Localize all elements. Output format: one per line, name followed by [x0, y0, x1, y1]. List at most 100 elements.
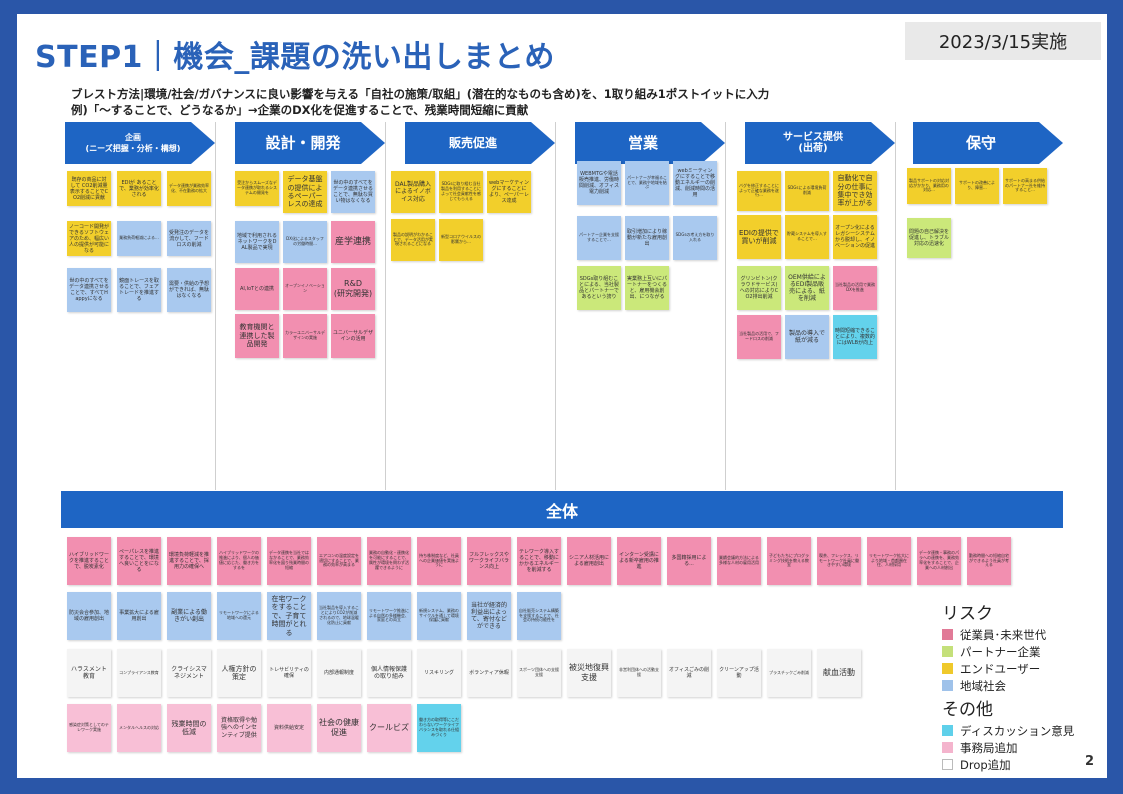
legend-swatch: [942, 629, 953, 640]
sticky-note: 資料供給安定: [267, 704, 311, 752]
sticky-note: 産学連携: [331, 221, 375, 263]
phase-label: 設計・開発: [265, 133, 341, 152]
sticky-note: 働き方の取得等にこだわらないワークライフバランスを取れる仕組みづくり: [417, 704, 461, 752]
legend-swatch: [942, 646, 953, 657]
legend-swatch: [942, 680, 953, 691]
sticky-note: 当社製品の活用で、フードロスの削減: [737, 315, 781, 359]
sticky-note: 非営利団体への活動支援: [617, 649, 661, 697]
sticky-note: 時間短縮できることにより、複数的にはWLBが向上: [833, 315, 877, 359]
sticky-note: EDIが あることで、業務が効率化される: [117, 171, 161, 206]
legend-item: Drop追加: [942, 756, 1102, 773]
legend-label: パートナー企業: [960, 644, 1041, 659]
sticky-note: インターン受講による新卒雇用の推進: [617, 537, 661, 585]
sticky-note: EDIの提供で買いが削減: [737, 215, 781, 259]
sticky-note: webミーティングにすることで移動エネルギーの削減、削減時間の活用: [673, 161, 717, 205]
sticky-note: 需要・供給の予想ができれば、無駄はなくなる: [167, 268, 211, 312]
sticky-note: シニア人材活用による雇用創出: [567, 537, 611, 585]
phase-label: 企画 (ニーズ把握・分析・構想): [85, 133, 181, 153]
sticky-note: テレワーク導入することで、移動にかかるエネルギーを削減する: [517, 537, 561, 585]
sticky-note: データ連携・事務のパラへの連携を、業務効率化をすることで、企業への人材創出: [917, 537, 961, 585]
sticky-note: 社会の健康促進: [317, 704, 361, 752]
sticky-note: 資格取得や勉強へのインセンティブ提供: [217, 704, 261, 752]
sticky-note: 持ち株制度など、社員への企業価値を実施ように: [417, 537, 461, 585]
sticky-note: バグを修正することによって正確な業務を遂行...: [737, 171, 781, 211]
phase-arrow: 企画 (ニーズ把握・分析・構想): [65, 122, 215, 164]
sticky-note: オープン化によるレガシーシステムから脱却し、イノベーションの促進: [833, 215, 877, 259]
legend-swatch: [942, 663, 953, 674]
column-divider: [385, 122, 386, 490]
sticky-note: 受発注のデータを流かして、フードロスの削減: [167, 221, 211, 256]
legend-swatch: [942, 742, 953, 753]
legend: リスク 従業員･未来世代パートナー企業エンドユーザー地域社会 その他 ディスカッ…: [942, 602, 1102, 773]
legend-item: ディスカッション意見: [942, 722, 1102, 739]
sticky-note: 取引増加により稼動が新たな雇用創出: [625, 216, 669, 260]
column-divider: [215, 122, 216, 490]
sticky-note: サポートの高まる供給のパートナー社を維持すること...: [1003, 168, 1047, 204]
whole-section-header: 全体: [61, 491, 1063, 528]
phase-arrow: 保守: [913, 122, 1063, 164]
sticky-note: 子どもたちにプログラミング技術を教える教室: [767, 537, 811, 585]
legend-item: エンドユーザー: [942, 660, 1102, 677]
sticky-note: 世の中のすべてをデータ連携させることで、無駄な買い物はなくなる: [331, 171, 375, 213]
sticky-note: クールビズ: [367, 704, 411, 752]
column-divider: [725, 122, 726, 490]
sticky-note: サポートの改善により、障害...: [955, 168, 999, 204]
sticky-note: 献血活動: [817, 649, 861, 697]
legend-label: Drop追加: [960, 757, 1011, 772]
sticky-note: 教育機関と連携した製品開発: [235, 314, 279, 358]
page-number: 2: [1085, 754, 1095, 769]
sticky-note: SDGs取り組むことによる、当社製品とパートナーであるという誇り: [577, 266, 621, 310]
slide-title: STEP1｜機会_課題の洗い出しまとめ: [35, 40, 555, 75]
sticky-note: オープンイノベーション: [283, 268, 327, 310]
sticky-note: 新規システム、業務のサイクルを通して環境保護に貢献: [417, 592, 461, 640]
date-badge: 2023/3/15実施: [905, 22, 1101, 60]
sticky-note: パートナー企業を支援することで...: [577, 216, 621, 260]
sticky-note: 事業拡大による雇用創出: [117, 592, 161, 640]
sticky-note: ハラスメント教育: [67, 649, 111, 697]
sticky-note: 貯蔵システムを導入することで…: [785, 215, 829, 259]
sticky-note: 勤務時間への短縮自宅ができるよう社員が考える: [967, 537, 1011, 585]
legend-label: ディスカッション意見: [960, 723, 1075, 738]
sticky-note: パートナーが幸福ることで、業務や地域を結ぶ: [625, 161, 669, 205]
sticky-note: ボランティア休暇: [467, 649, 511, 697]
sticky-note: コンプライアンス教育: [117, 649, 161, 697]
legend-item: 事務局追加: [942, 739, 1102, 756]
sticky-note: SDGsの考え方を取り入れる: [673, 216, 717, 260]
column-divider: [555, 122, 556, 490]
sticky-note: ユニバーサルデザインの活用: [331, 314, 375, 358]
sticky-note: クリーンアップ活動: [717, 649, 761, 697]
sticky-note: トレサビリティの確保: [267, 649, 311, 697]
legend-item: 従業員･未来世代: [942, 626, 1102, 643]
phase-arrow: 販売促進: [405, 122, 555, 164]
sticky-note: リモートワークによる地域への還元: [217, 592, 261, 640]
sticky-note: WEBMTGや電話販売推進、労働時間削減、オフィス電力削減: [577, 161, 621, 205]
sticky-note: オフィスごみの削減: [667, 649, 711, 697]
sticky-note: 地域で利用されるネットワークをDAL製品で実現: [235, 221, 279, 263]
instruction-line-2: 例)「～することで、どうなるか」→企業のDX化を促進することで、残業時間短縮に貢…: [71, 103, 529, 117]
sticky-note: 感染症対策としてのテレワーク実施: [67, 704, 111, 752]
sticky-note: 新型コロナウイルスの影響から…: [439, 219, 483, 261]
sticky-note: リモートワーク拡大により地域・首都圏在住、人材採用: [867, 537, 911, 585]
sticky-note: 在宅ワークをすることで、子育て時間がとれる: [267, 592, 311, 640]
legend-label: 地域社会: [960, 678, 1006, 693]
sticky-note: SDGsによる環境負荷削減: [785, 171, 829, 211]
sticky-note: DAL製品購入によるイノボイス対応: [391, 171, 435, 213]
sticky-note: DX化によるスタッフの労働時間...: [283, 221, 327, 263]
legend-label: 従業員･未来世代: [960, 627, 1047, 642]
phase-arrow: サービス提供 (出荷): [745, 122, 895, 164]
slide: STEP1｜機会_課題の洗い出しまとめ 2023/3/15実施 ブレスト方法|環…: [17, 14, 1107, 778]
legend-swatch: [942, 759, 953, 770]
phase-arrow: 営業: [575, 122, 725, 164]
phase-label: サービス提供 (出荷): [783, 132, 843, 154]
instruction-line-1: ブレスト方法|環境/社会/ガバナンスに良い影響を与える「自社の施策/取組」(潜在…: [71, 87, 770, 101]
sticky-note: データ基盤の提供によるペーパーレスの達成: [283, 171, 327, 213]
sticky-note: プラスチックごみ削減: [767, 649, 811, 697]
sticky-note: 内部通報制度: [317, 649, 361, 697]
phase-label: 販売促進: [448, 135, 497, 150]
sticky-note: フルフレックスやワークライフバランス向上: [467, 537, 511, 585]
sticky-note: データ連携を当社ではなかることで、業務効率化を図り残業時間の短縮: [267, 537, 311, 585]
sticky-note: 自動化で自分の仕事に集中でき効率が上がる: [833, 171, 877, 211]
legend-other-title: その他: [942, 700, 993, 720]
sticky-note: 防災会合参加、地域の雇用創出: [67, 592, 111, 640]
